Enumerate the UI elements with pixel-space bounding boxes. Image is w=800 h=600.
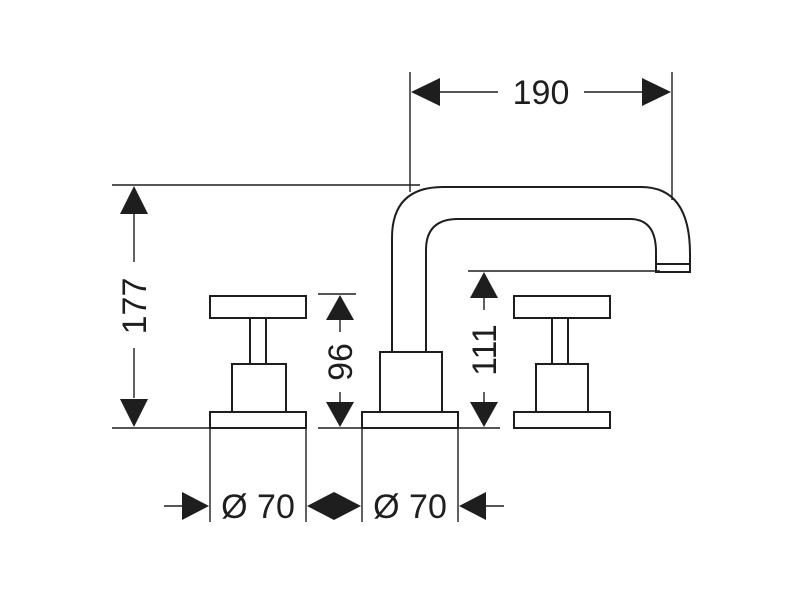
- right-handle-base: [513, 411, 611, 429]
- left-handle: [209, 295, 307, 429]
- dimension-shared-arrows: [307, 492, 361, 520]
- dimension-handle-base-diameter: Ø 70: [164, 488, 295, 526]
- dimension-handle-height: 96: [322, 295, 360, 427]
- left-handle-stem: [249, 317, 267, 365]
- spout-base-diameter-label: Ø 70: [373, 488, 447, 526]
- arrowhead: [642, 78, 671, 106]
- arrowhead: [120, 186, 148, 214]
- arrowhead: [470, 272, 498, 298]
- spout-reach-label: 190: [513, 74, 570, 112]
- right-handle-body: [535, 363, 589, 413]
- overall-height-label: 177: [116, 278, 154, 335]
- arrowhead: [334, 492, 361, 520]
- left-handle-base: [209, 411, 307, 429]
- spout-body: [379, 351, 443, 413]
- arrowhead: [326, 295, 354, 320]
- spout-neck: [391, 186, 691, 355]
- extension-lines: [112, 72, 673, 522]
- spout: [361, 186, 691, 429]
- arrowhead: [307, 492, 334, 520]
- arrowhead: [326, 402, 354, 427]
- handle-base-diameter-label: Ø 70: [221, 488, 295, 526]
- left-handle-body: [231, 363, 287, 413]
- right-handle-crossbar: [513, 295, 611, 319]
- arrowhead: [411, 78, 440, 106]
- dimension-spout-outlet-height: 111: [466, 272, 504, 427]
- spout-aerator: [655, 263, 691, 273]
- arrowhead: [120, 399, 148, 427]
- arrowhead: [459, 492, 486, 520]
- handle-height-label: 96: [322, 343, 360, 381]
- right-handle: [513, 295, 611, 429]
- spout-base: [361, 411, 459, 429]
- dimension-overall-height: 177: [116, 186, 154, 427]
- spout-outlet-height-label: 111: [466, 324, 504, 376]
- left-handle-crossbar: [209, 295, 307, 319]
- dimension-spout-reach: 190: [411, 74, 671, 112]
- arrowhead: [470, 402, 498, 427]
- right-handle-stem: [551, 317, 569, 365]
- arrowhead: [182, 492, 209, 520]
- dimension-spout-base-diameter: Ø 70: [373, 488, 504, 526]
